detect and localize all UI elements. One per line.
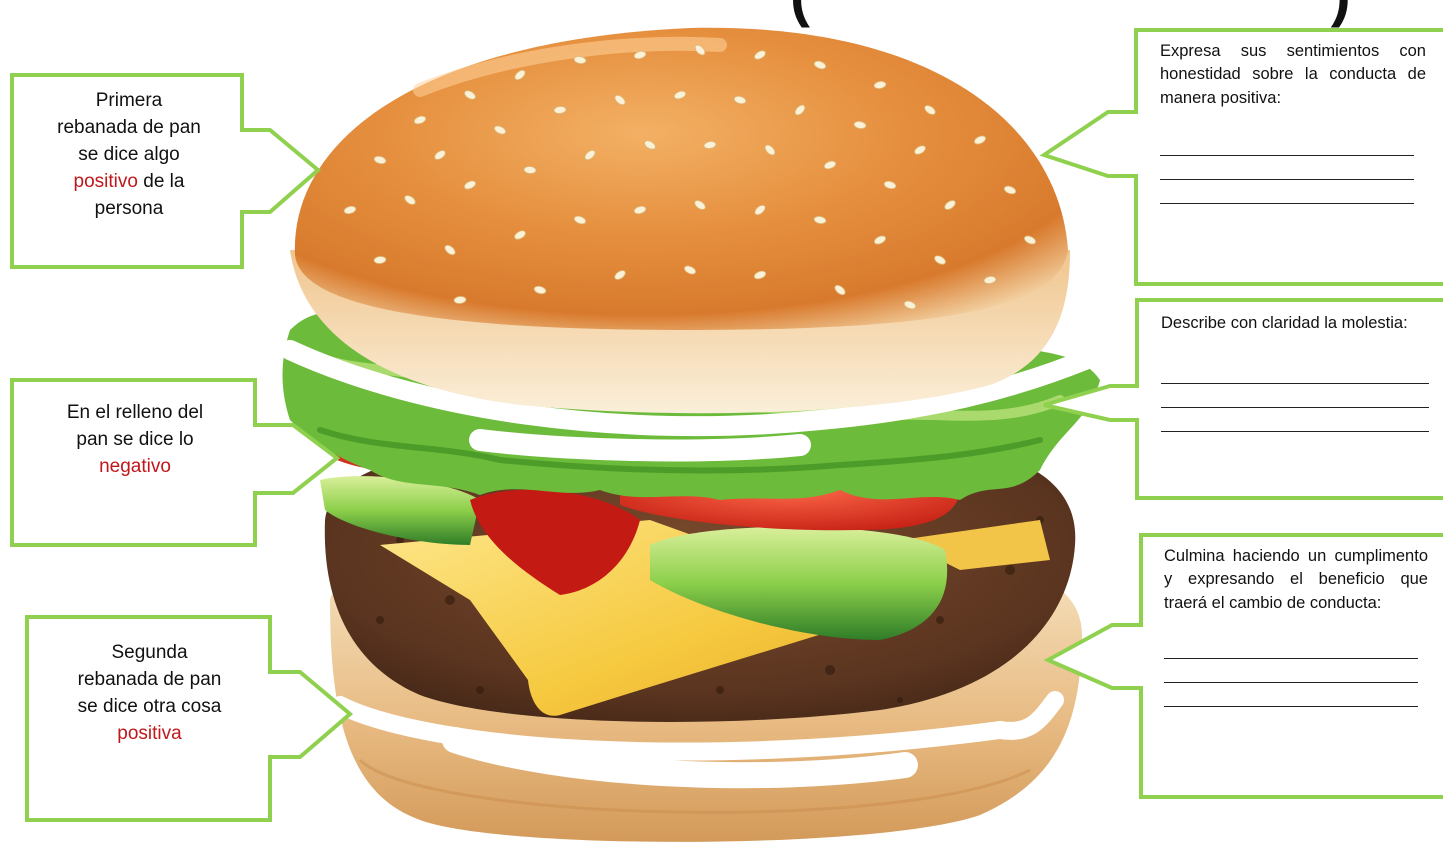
callout-line: Primera — [34, 88, 224, 115]
callout-line: se dice algo — [34, 142, 224, 169]
answer-line[interactable] — [1160, 156, 1414, 180]
answer-line[interactable] — [1164, 683, 1418, 707]
answer-line[interactable] — [1164, 659, 1418, 683]
callout-line: persona — [34, 196, 224, 223]
callout-text-filling: En el relleno del pan se dice lo negativ… — [30, 400, 240, 481]
positive-keyword: positivo — [74, 171, 138, 192]
callout-text-top-bun: Primera rebanada de pan se dice algo pos… — [34, 88, 224, 223]
callout-instruction: Culmina haciendo un cumplimento y expres… — [1164, 545, 1428, 615]
positive-keyword: positiva — [117, 723, 181, 744]
callout-text-bottom-bun: Segunda rebanada de pan se dice otra cos… — [52, 640, 247, 748]
callout-line: Segunda — [52, 640, 247, 667]
answer-lines — [1164, 635, 1418, 707]
negative-keyword: negativo — [99, 456, 171, 477]
callout-line: rebanada de pan — [52, 667, 247, 694]
callout-line: En el relleno del — [30, 400, 240, 427]
callout-line: positivo de la — [34, 169, 224, 196]
callout-instruction: Describe con claridad la molestia: — [1161, 312, 1433, 335]
answer-line[interactable] — [1161, 408, 1429, 432]
callout-line: pan se dice lo — [30, 427, 240, 454]
answer-line[interactable] — [1164, 635, 1418, 659]
answer-lines — [1160, 132, 1414, 204]
answer-lines — [1161, 360, 1429, 432]
callout-line-rest: de la — [138, 171, 184, 192]
callout-line: rebanada de pan — [34, 115, 224, 142]
callout-instruction: Expresa sus sentimientos con honestidad … — [1160, 40, 1426, 110]
callout-text-issue: Describe con claridad la molestia: — [1161, 312, 1433, 432]
callout-line: positiva — [52, 721, 247, 748]
callout-text-praise: Expresa sus sentimientos con honestidad … — [1160, 40, 1426, 204]
top-bun — [295, 28, 1068, 330]
hamburger-image — [283, 28, 1101, 842]
answer-line[interactable] — [1160, 180, 1414, 204]
answer-line[interactable] — [1160, 132, 1414, 156]
callout-line: negativo — [30, 454, 240, 481]
callout-line: se dice otra cosa — [52, 694, 247, 721]
answer-line[interactable] — [1161, 360, 1429, 384]
answer-line[interactable] — [1161, 384, 1429, 408]
callout-text-close: Culmina haciendo un cumplimento y expres… — [1164, 545, 1428, 707]
